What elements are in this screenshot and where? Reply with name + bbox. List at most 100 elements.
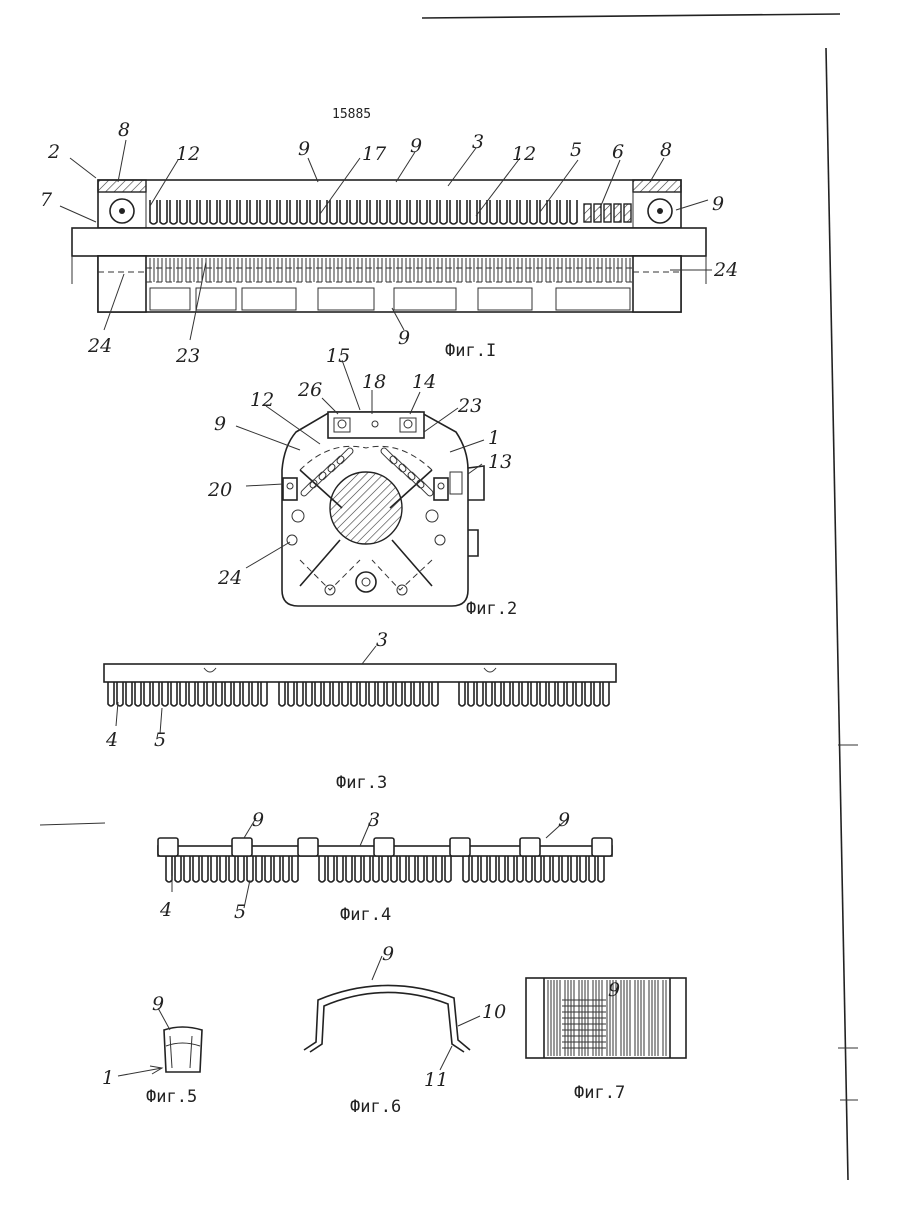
comb-tooth: [571, 856, 577, 882]
comb-tooth: [225, 682, 231, 706]
comb-tooth: [220, 856, 226, 882]
comb-tooth: [202, 856, 208, 882]
fig2-caption: Фиг.2: [466, 599, 517, 619]
comb-tooth: [171, 682, 177, 706]
clip: [158, 838, 178, 856]
svg-text:12: 12: [176, 143, 200, 165]
fig3-comb-teeth: [108, 682, 609, 706]
comb-tooth: [405, 682, 411, 706]
comb-tooth: [400, 856, 406, 882]
comb-tooth: [153, 682, 159, 706]
comb-tooth: [283, 856, 289, 882]
cooling-slot: [407, 471, 425, 489]
svg-text:8: 8: [118, 119, 130, 141]
comb-tooth: [603, 682, 609, 706]
svg-text:9: 9: [398, 327, 410, 349]
svg-text:12: 12: [512, 143, 536, 165]
figure-5: [118, 1008, 202, 1076]
svg-text:13: 13: [488, 451, 512, 473]
comb-tooth: [549, 682, 555, 706]
svg-text:17: 17: [362, 143, 387, 165]
comb-tooth: [468, 682, 474, 706]
clip: [520, 838, 540, 856]
fig3-labels: 3 4 5: [105, 629, 388, 751]
comb-tooth: [580, 856, 586, 882]
comb-tooth: [522, 682, 528, 706]
comb-tooth: [288, 682, 294, 706]
comb-tooth: [481, 856, 487, 882]
figure-3: [104, 646, 616, 734]
comb-tooth: [396, 682, 402, 706]
comb-tooth: [432, 682, 438, 706]
svg-text:1: 1: [102, 1067, 114, 1089]
comb-tooth: [567, 682, 573, 706]
svg-text:11: 11: [424, 1069, 448, 1091]
comb-tooth: [436, 856, 442, 882]
comb-tooth: [355, 856, 361, 882]
comb-tooth: [490, 856, 496, 882]
comb-tooth: [526, 856, 532, 882]
comb-tooth: [378, 682, 384, 706]
svg-text:15: 15: [326, 345, 350, 367]
cooling-slot: [398, 463, 416, 481]
svg-text:6: 6: [612, 141, 624, 163]
comb-tooth: [540, 682, 546, 706]
svg-text:24: 24: [217, 567, 242, 589]
comb-tooth: [328, 856, 334, 882]
cooling-slot: [336, 447, 354, 465]
comb-tooth: [423, 682, 429, 706]
comb-tooth: [216, 682, 222, 706]
comb-tooth: [108, 682, 114, 706]
svg-text:18: 18: [362, 371, 386, 393]
svg-text:3: 3: [472, 131, 484, 153]
comb-tooth: [504, 682, 510, 706]
comb-tooth: [589, 856, 595, 882]
comb-tooth: [364, 856, 370, 882]
comb-tooth: [261, 682, 267, 706]
comb-tooth: [499, 856, 505, 882]
comb-tooth: [319, 856, 325, 882]
svg-text:4: 4: [105, 729, 118, 751]
fig7-shading: [548, 980, 666, 1056]
comb-tooth: [427, 856, 433, 882]
comb-tooth: [360, 682, 366, 706]
fig1-lower-grill: [150, 258, 630, 282]
fig1-magnet: [614, 204, 621, 222]
comb-tooth: [135, 682, 141, 706]
fig1-magnet: [624, 204, 631, 222]
comb-tooth: [562, 856, 568, 882]
comb-tooth: [373, 856, 379, 882]
comb-tooth: [274, 856, 280, 882]
svg-text:24: 24: [87, 335, 112, 357]
figure-1: [60, 140, 712, 340]
comb-tooth: [333, 682, 339, 706]
comb-tooth: [292, 856, 298, 882]
comb-tooth: [598, 856, 604, 882]
comb-tooth: [513, 682, 519, 706]
comb-tooth: [184, 856, 190, 882]
svg-text:9: 9: [410, 135, 422, 157]
svg-text:9: 9: [298, 138, 310, 160]
clip: [298, 838, 318, 856]
svg-text:5: 5: [570, 139, 582, 161]
comb-tooth: [594, 682, 600, 706]
clip: [374, 838, 394, 856]
comb-tooth: [189, 682, 195, 706]
comb-tooth: [409, 856, 415, 882]
comb-tooth: [229, 856, 235, 882]
comb-tooth: [391, 856, 397, 882]
comb-tooth: [553, 856, 559, 882]
svg-text:9: 9: [252, 809, 264, 831]
comb-tooth: [477, 682, 483, 706]
comb-tooth: [238, 856, 244, 882]
fig5-labels: 9 1: [102, 993, 164, 1089]
fig1-magnet: [604, 204, 611, 222]
comb-tooth: [544, 856, 550, 882]
cooling-slot: [318, 463, 336, 481]
svg-text:9: 9: [214, 413, 226, 435]
fig3-caption: Фиг.3: [336, 773, 387, 793]
svg-text:12: 12: [250, 389, 274, 411]
fig7-labels: 9: [608, 979, 620, 1001]
comb-tooth: [175, 856, 181, 882]
